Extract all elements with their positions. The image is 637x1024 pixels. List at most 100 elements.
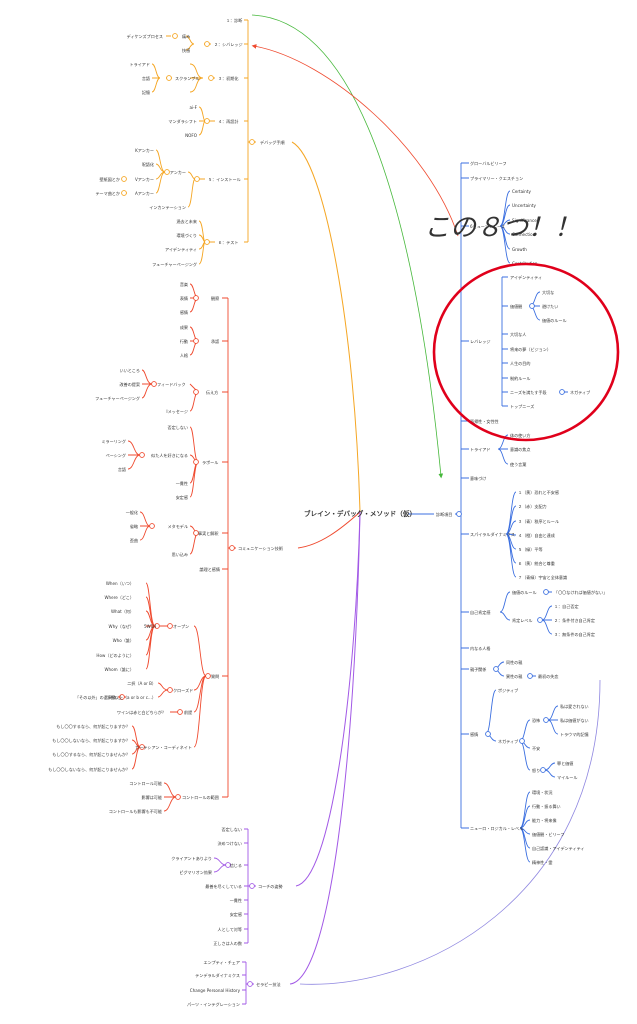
therapy-label: セラピー技法 (256, 981, 281, 987)
diag-item: 不安 (532, 745, 540, 751)
diag-item: 将来の夢（ビジョン） (510, 346, 551, 352)
comm-item: 前提 (184, 709, 192, 715)
diag-item: ネガティブ (498, 738, 518, 744)
comm-item: もし〇〇しないなら、何が起こりますか？ (52, 737, 130, 743)
coach-nodes (225, 862, 255, 987)
coach-item: ピグマリオン効果 (179, 869, 212, 875)
branch-line-debug (291, 141, 361, 513)
debug-item: 言語 (142, 75, 150, 81)
diag-nodes (456, 303, 565, 773)
comm-item: ペーシング (106, 452, 126, 458)
coach-item: クライアントありより (171, 855, 212, 861)
comm-item: 安定感 (176, 494, 188, 500)
comm-item: 否定しない (168, 424, 188, 430)
diag-item: トラウマ的記憶 (560, 731, 589, 737)
diag-item: 再帰性・女性性 (470, 418, 499, 424)
comm-item: When（いつ） (106, 581, 134, 586)
diag-item: 行動・振る舞い (532, 803, 561, 809)
diag-item: ３（青）秩序とルール (518, 518, 559, 524)
diag-item: 価値観 (510, 303, 522, 309)
comm-item: メタモデル (168, 523, 188, 529)
annotation-circle (432, 262, 620, 442)
diag-item: ７（青緑）宇宙と全体意識 (518, 574, 567, 580)
comm-item: 行動 (180, 338, 188, 344)
diag-item: 精神性・霊 (532, 859, 552, 865)
debug-item: Aアンカー (135, 191, 154, 196)
comm-item: How（どのように） (96, 652, 134, 658)
therapy-item: Change Personal History (190, 988, 241, 993)
comm-item: 影響は可能 (142, 794, 162, 800)
diag-item: レバレッジ (470, 339, 490, 344)
comm-item: フィードバック (157, 381, 186, 387)
comm-nodes (119, 295, 235, 800)
comm-item: 5W1H (144, 624, 156, 629)
debug-item: 環境づくり (177, 232, 197, 238)
coach-item: 否定しない (222, 826, 242, 832)
debug-item: ディケンズプロセス (127, 33, 163, 39)
link-arrow-green (251, 14, 444, 479)
debug-item: 呪語化 (142, 161, 154, 167)
debug-item: 痛み (182, 33, 190, 39)
comm-item: 承認 (211, 338, 219, 344)
diag-item: 人生の目的 (510, 360, 530, 366)
diag-item: Connection (512, 232, 536, 237)
diag-item: 能力・将来像 (532, 817, 557, 823)
comm-item: ワインは赤と白どちらが？ (117, 709, 166, 715)
diag-item: 自己認識・アイデンティティ (532, 845, 585, 851)
comm-item: 言語 (118, 466, 126, 472)
debug-step: ４：再設計 (218, 118, 238, 124)
comm-item: 感情 (180, 309, 188, 315)
annotation-text: この８つ！！ (424, 213, 580, 243)
diag-item: ニューロ・ロジカル・レベル (470, 826, 523, 831)
comm-item: 省略 (130, 523, 139, 529)
comm-item: もし〇〇するなら、何が起こりますか？ (56, 723, 130, 729)
comm-item: ラポール (202, 459, 218, 465)
diag-item: 体の使い方 (510, 432, 530, 438)
diag-item: ２：条件付き自己肯定 (554, 617, 595, 623)
debug-item: 記憶 (142, 89, 150, 95)
diag-item: 大切な (542, 289, 554, 295)
diag-item: ニーズを満たす手段 (510, 389, 547, 395)
debug-item: アイデンティティ (165, 246, 197, 252)
comm-item: 二択（A or B） (127, 680, 156, 686)
comm-item: 思い込み (172, 551, 188, 557)
comm-item: コントロールの範囲 (182, 794, 219, 800)
diag-item: 価値のルール (542, 317, 567, 323)
node-labels: ブレイン・デバッグ・メソッド（仮） デバッグ手順 １：診断 ２：シバレッジ 痛み… (48, 17, 607, 1007)
comm-item: いいところ (120, 367, 140, 373)
diag-item: Growth (512, 247, 527, 252)
diag-item: 罪と価値 (557, 760, 573, 766)
diag-item: トライアド (470, 446, 490, 452)
debug-item: マンダラシフト (168, 118, 197, 124)
comm-item: What（何） (111, 608, 134, 614)
diag-item: ５（緑）平等 (518, 546, 543, 552)
comm-item: 改善の提案 (120, 381, 140, 387)
debug-item: テーマ曲とか (95, 190, 120, 196)
diag-label: 診断項目 (436, 511, 452, 517)
comm-item: 伝え方 (206, 389, 218, 395)
diag-item: アイデンティティ (510, 274, 542, 280)
comm-item: もし〇〇しないなら、何が起こりませんか？ (48, 766, 130, 772)
coach-item: 決めつけない (217, 840, 242, 846)
link-arrow-red (251, 44, 459, 237)
diag-item: 意識の焦点 (510, 446, 530, 452)
diag-item: １（黄）恐れと不安感 (518, 489, 559, 495)
debug-nodes (121, 33, 255, 245)
diag-item: ３：無条件の自己肯定 (554, 631, 595, 637)
comm-item: 音楽 (180, 281, 188, 287)
comm-item: もし〇〇するなら、何が起こりませんか？ (52, 751, 130, 757)
therapy-item: テンデラルダイナミクス (195, 972, 240, 978)
diag-item: ４（橙）自由と達成 (518, 532, 555, 538)
therapy-item: パーツ・インテグレーション (187, 1001, 240, 1007)
comm-item: クローズド (173, 687, 193, 693)
coach-item: 信じる (230, 862, 242, 868)
diag-item: 自己肯定感 (470, 609, 490, 615)
comm-item: Whom（誰に） (104, 666, 134, 672)
diag-item: ６（黄）統合と尊重 (518, 560, 555, 566)
comm-item: カーテシアン・コーディネイト (135, 744, 192, 750)
comm-item: 表情 (180, 295, 188, 301)
diag-item: 私は愛されない (560, 703, 589, 709)
comm-item: Who（誰） (113, 637, 134, 643)
coach-item: 正しさは人の数 (213, 940, 242, 946)
